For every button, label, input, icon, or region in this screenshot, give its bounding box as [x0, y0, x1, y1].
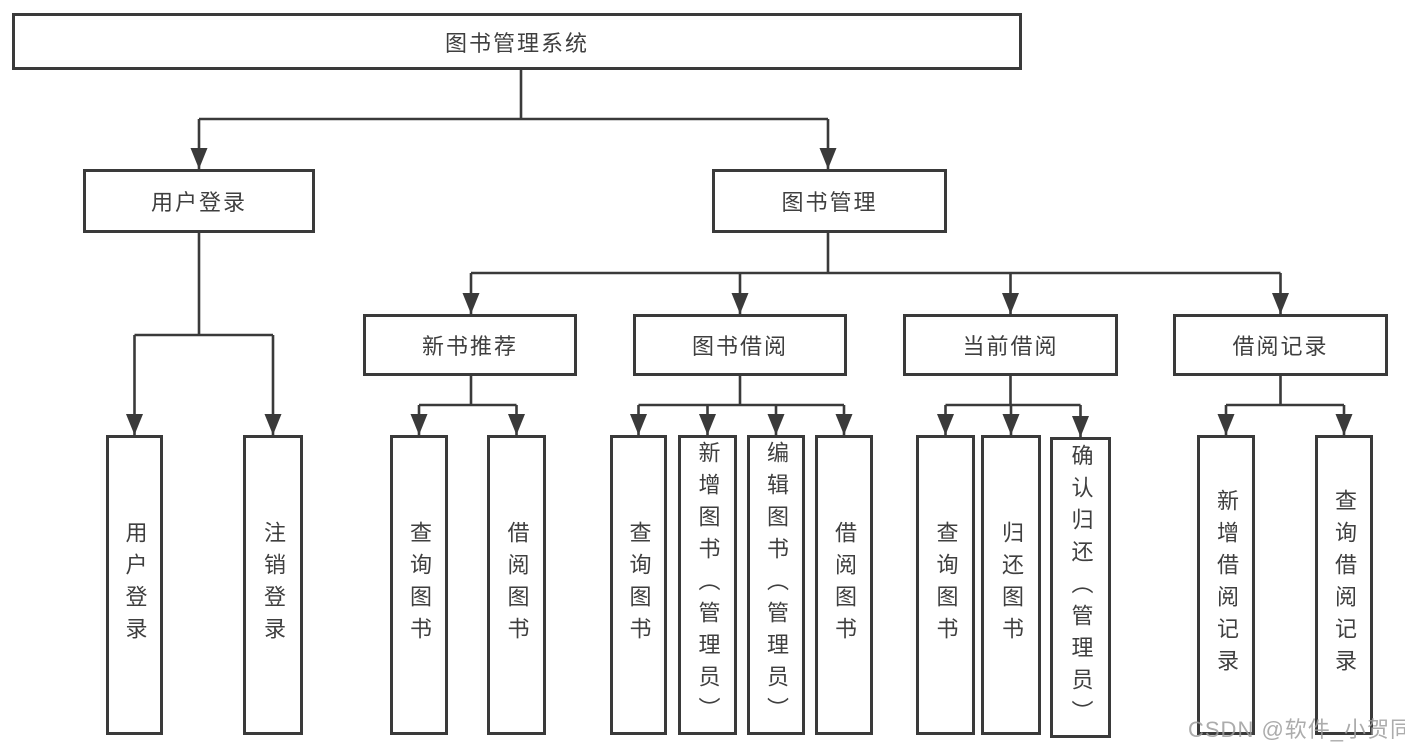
- leaf-query-books-recommend: 查询图书: [390, 435, 448, 735]
- node-borrow-records: 借阅记录: [1173, 314, 1388, 376]
- csdn-watermark: CSDN @软件_小贺同学: [1188, 717, 1405, 742]
- leaf-confirm-return-admin: 确认归还（管理员）: [1050, 437, 1111, 738]
- node-current-borrow: 当前借阅: [903, 314, 1118, 376]
- leaf-add-borrow-record: 新增借阅记录: [1197, 435, 1255, 735]
- leaf-borrow-books-recommend: 借阅图书: [487, 435, 546, 735]
- leaf-user-login: 用户登录: [106, 435, 163, 735]
- leaf-query-books-borrow: 查询图书: [610, 435, 667, 735]
- leaf-logout: 注销登录: [243, 435, 303, 735]
- leaf-query-borrow-record: 查询借阅记录: [1315, 435, 1373, 735]
- leaf-return-book: 归还图书: [981, 435, 1041, 735]
- leaf-edit-book-admin: 编辑图书（管理员）: [747, 435, 805, 735]
- node-book-borrow: 图书借阅: [633, 314, 847, 376]
- leaf-query-books-current: 查询图书: [916, 435, 975, 735]
- node-user-login: 用户登录: [83, 169, 315, 233]
- node-library-system: 图书管理系统: [12, 13, 1022, 70]
- node-new-book-recommend: 新书推荐: [363, 314, 577, 376]
- leaf-borrow-books: 借阅图书: [815, 435, 873, 735]
- leaf-add-book-admin: 新增图书（管理员）: [678, 435, 737, 735]
- node-book-management: 图书管理: [712, 169, 947, 233]
